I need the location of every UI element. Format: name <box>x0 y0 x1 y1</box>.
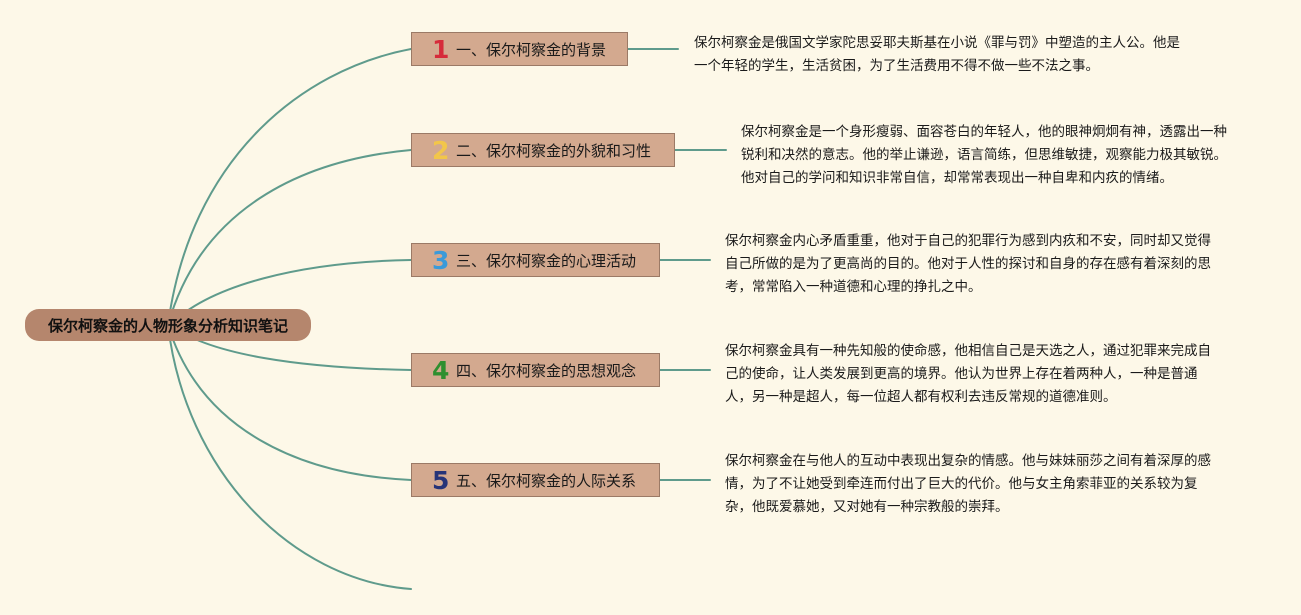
branch-node-3[interactable]: 3 三、保尔柯察金的心理活动 <box>411 243 660 277</box>
branch-node-2[interactable]: 2 二、保尔柯察金的外貌和习性 <box>411 133 675 167</box>
branch-description-3: 保尔柯察金内心矛盾重重，他对于自己的犯罪行为感到内疚和不安，同时却又觉得自己所做… <box>725 233 1211 295</box>
branch-description-2: 保尔柯察金是一个身形瘦弱、面容苍白的年轻人，他的眼神炯炯有神，透露出一种锐利和决… <box>741 124 1227 186</box>
branch-description-4: 保尔柯察金具有一种先知般的使命感，他相信自己是天选之人，通过犯罪来完成自己的使命… <box>725 343 1211 405</box>
root-node[interactable]: 保尔柯察金的人物形象分析知识笔记 <box>25 309 311 341</box>
branch-label-4: 四、保尔柯察金的思想观念 <box>456 361 637 380</box>
branch-number-5: 5 <box>432 465 450 495</box>
branch-description-5: 保尔柯察金在与他人的互动中表现出复杂的情感。他与妹妹丽莎之间有着深厚的感情，为了… <box>725 453 1211 515</box>
branch-label-1: 一、保尔柯察金的背景 <box>456 40 607 59</box>
branch-number-2: 2 <box>432 135 450 165</box>
branch-label-3: 三、保尔柯察金的心理活动 <box>456 251 637 270</box>
connector-root-branch-5 <box>167 324 412 481</box>
branch-node-4[interactable]: 4 四、保尔柯察金的思想观念 <box>411 353 660 387</box>
branch-label-5: 五、保尔柯察金的人际关系 <box>456 471 637 490</box>
branch-node-1[interactable]: 1 一、保尔柯察金的背景 <box>411 32 628 66</box>
branch-node-5[interactable]: 5 五、保尔柯察金的人际关系 <box>411 463 660 497</box>
root-title: 保尔柯察金的人物形象分析知识笔记 <box>47 316 288 335</box>
branch-number-3: 3 <box>432 245 450 275</box>
branch-number-4: 4 <box>432 355 450 385</box>
connector-root-branch-1 <box>167 48 412 326</box>
branch-number-1: 1 <box>432 34 450 64</box>
connector-root-tail <box>167 324 412 590</box>
connector-root-branch-2 <box>167 149 412 326</box>
branch-description-1: 保尔柯察金是俄国文学家陀思妥耶夫斯基在小说《罪与罚》中塑造的主人公。他是一个年轻… <box>694 35 1180 74</box>
branch-label-2: 二、保尔柯察金的外貌和习性 <box>456 141 652 160</box>
